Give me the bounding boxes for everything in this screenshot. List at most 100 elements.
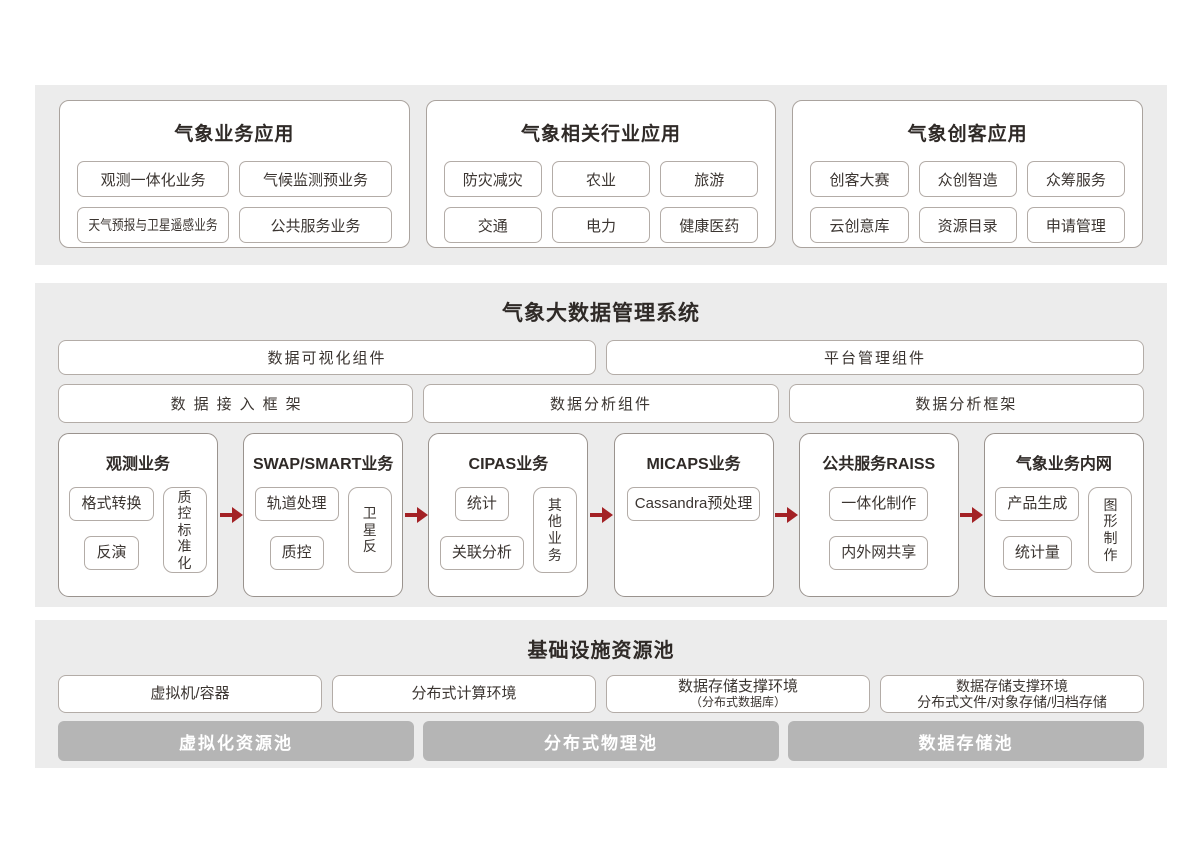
diagram-node: 数据可视化组件 — [58, 340, 596, 375]
button-stack: Cassandra预处理 — [626, 487, 761, 521]
column-title: SWAP/SMART业务 — [252, 456, 394, 473]
diagram-node: 资源目录 — [918, 207, 1017, 243]
diagram-node: 创客大赛 — [810, 161, 909, 197]
column-title: 观测业务 — [105, 456, 170, 473]
diagram-node-vertical: 其他业务 — [532, 487, 577, 573]
diagram-node: 数据存储支撑环境 分布式文件/对象存储/归档存储 — [880, 675, 1144, 713]
diagram-node: 关联分析 — [439, 536, 524, 570]
vertical-label: 卫星反 — [362, 505, 377, 555]
diagram-node: 一体化制作 — [829, 487, 929, 521]
column-title: 气象业务内网 — [1015, 456, 1112, 473]
diagram-node: 众筹服务 — [1026, 161, 1126, 197]
diagram-node: 分布式计算环境 — [332, 675, 596, 713]
vertical-label: 质控标准化 — [177, 488, 192, 571]
column-public-service-raiss: 公共服务RAISS 一体化制作 内外网共享 — [798, 433, 959, 597]
button-stack: 统计 关联分析 — [439, 487, 524, 570]
pool-bar-distributed-physical: 分布式物理池 — [423, 721, 779, 761]
diagram-node: 健康医药 — [660, 207, 759, 243]
column-swap-smart-business: SWAP/SMART业务 轨道处理 质控 卫星反 — [243, 433, 404, 597]
right-arrow-icon — [404, 507, 428, 523]
diagram-node: 公共服务业务 — [239, 207, 392, 243]
environment-row: 虚拟机/容器 分布式计算环境 数据存储支撑环境 （分布式数据库） 数据存储支撑环… — [58, 675, 1144, 713]
right-arrow-icon — [219, 507, 243, 523]
diagram-node: 众创智造 — [918, 161, 1017, 197]
node-label-line1: 数据存储支撑环境 — [956, 677, 1068, 694]
node-label-line1: 数据存储支撑环境 — [677, 677, 798, 695]
diagram-node: 天气预报与卫星遥感业务 — [77, 207, 230, 243]
diagram-node: 格式转换 — [69, 487, 154, 521]
diagram-node: 内外网共享 — [829, 536, 929, 570]
column-title: 公共服务RAISS — [822, 456, 936, 473]
diagram-node: 平台管理组件 — [606, 340, 1144, 375]
column-title: MICAPS业务 — [646, 456, 741, 473]
right-arrow-icon — [959, 507, 984, 523]
diagram-node: 观测一体化业务 — [77, 161, 230, 197]
business-flow-row: 观测业务 格式转换 反演 质控标准化 SWAP/SMART业务 轨道处理 质控 — [58, 433, 1144, 597]
column-title: CIPAS业务 — [468, 456, 549, 473]
vertical-label: 图形制作 — [1103, 496, 1118, 563]
node-label-line2: 分布式文件/对象存储/归档存储 — [917, 694, 1107, 710]
card-title: 气象相关行业应用 — [521, 124, 682, 145]
column-content: 统计 关联分析 其他业务 — [429, 487, 587, 573]
diagram-node: 数据接入框架 — [58, 384, 414, 423]
card-meteorological-business-apps: 气象业务应用 观测一体化业务 气候监测预业务 天气预报与卫星遥感业务 公共服务业… — [59, 100, 410, 248]
diagram-node: 气候监测预业务 — [239, 161, 392, 197]
right-arrow-icon — [774, 507, 799, 523]
app-button-grid: 观测一体化业务 气候监测预业务 天气预报与卫星遥感业务 公共服务业务 — [77, 161, 392, 243]
button-stack: 轨道处理 质控 — [254, 487, 339, 570]
big-data-management-panel: 气象大数据管理系统 数据可视化组件 平台管理组件 数据接入框架 数据分析组件 数… — [35, 283, 1167, 607]
diagram-node: 申请管理 — [1026, 207, 1126, 243]
diagram-node: 数据分析框架 — [788, 384, 1144, 423]
pool-bar-data-storage: 数据存储池 — [788, 721, 1144, 761]
diagram-node: 虚拟机/容器 — [58, 675, 322, 713]
column-observation-business: 观测业务 格式转换 反演 质控标准化 — [58, 433, 218, 597]
right-arrow-icon — [589, 507, 613, 523]
diagram-node: 电力 — [551, 207, 651, 243]
diagram-node: 产品生成 — [995, 487, 1080, 521]
panel-title: 气象大数据管理系统 — [502, 302, 700, 325]
column-content: Cassandra预处理 — [615, 487, 773, 521]
app-button-grid: 防灾减灾 农业 旅游 交通 电力 健康医药 — [443, 161, 759, 243]
column-content: 轨道处理 质控 卫星反 — [244, 487, 402, 573]
pool-bar-virtualization: 虚拟化资源池 — [58, 721, 414, 761]
diagram-node: 统计 — [454, 487, 509, 521]
button-stack: 产品生成 统计量 — [995, 487, 1080, 570]
card-industry-apps: 气象相关行业应用 防灾减灾 农业 旅游 交通 电力 健康医药 — [425, 100, 777, 248]
node-label: 虚拟机/容器 — [150, 685, 230, 703]
vertical-label: 其他业务 — [547, 496, 562, 563]
infrastructure-panel: 基础设施资源池 虚拟机/容器 分布式计算环境 数据存储支撑环境 （分布式数据库）… — [35, 620, 1167, 768]
diagram-node: 农业 — [551, 161, 651, 197]
node-label: 分布式计算环境 — [411, 685, 517, 703]
card-title: 气象创客应用 — [907, 124, 1028, 145]
card-maker-apps: 气象创客应用 创客大赛 众创智造 众筹服务 云创意库 资源目录 申请管理 — [792, 100, 1144, 248]
diagram-node-vertical: 图形制作 — [1088, 487, 1133, 573]
resource-pool-row: 虚拟化资源池 分布式物理池 数据存储池 — [58, 721, 1144, 761]
diagram-node-vertical: 质控标准化 — [162, 487, 207, 573]
framework-row: 数据接入框架 数据分析组件 数据分析框架 — [58, 384, 1144, 423]
diagram-node: 云创意库 — [810, 207, 909, 243]
diagram-node: 数据存储支撑环境 （分布式数据库） — [606, 675, 870, 713]
diagram-node: 交通 — [443, 207, 542, 243]
column-micaps-business: MICAPS业务 Cassandra预处理 — [613, 433, 774, 597]
diagram-node: 轨道处理 — [254, 487, 339, 521]
component-row: 数据可视化组件 平台管理组件 — [58, 340, 1144, 375]
panel-title: 基础设施资源池 — [527, 640, 675, 662]
diagram-node-vertical: 卫星反 — [347, 487, 392, 573]
diagram-node: 反演 — [84, 536, 139, 570]
button-stack: 一体化制作 内外网共享 — [829, 487, 929, 570]
diagram-node: 旅游 — [660, 161, 759, 197]
column-meteorological-intranet: 气象业务内网 产品生成 统计量 图形制作 — [983, 433, 1144, 597]
diagram-node-label: 天气预报与卫星遥感业务 — [88, 217, 218, 233]
diagram-node: 防灾减灾 — [443, 161, 542, 197]
diagram-node: 统计量 — [1002, 536, 1072, 570]
application-layer-panel: 气象业务应用 观测一体化业务 气候监测预业务 天气预报与卫星遥感业务 公共服务业… — [35, 85, 1167, 265]
diagram-node: 数据分析组件 — [423, 384, 779, 423]
column-cipas-business: CIPAS业务 统计 关联分析 其他业务 — [428, 433, 589, 597]
card-title: 气象业务应用 — [174, 124, 295, 145]
column-content: 产品生成 统计量 图形制作 — [985, 487, 1143, 573]
diagram-node: Cassandra预处理 — [626, 487, 761, 521]
app-button-grid: 创客大赛 众创智造 众筹服务 云创意库 资源目录 申请管理 — [810, 161, 1126, 243]
button-stack: 格式转换 反演 — [69, 487, 154, 570]
diagram-node: 质控 — [269, 536, 324, 570]
column-content: 格式转换 反演 质控标准化 — [59, 487, 217, 573]
